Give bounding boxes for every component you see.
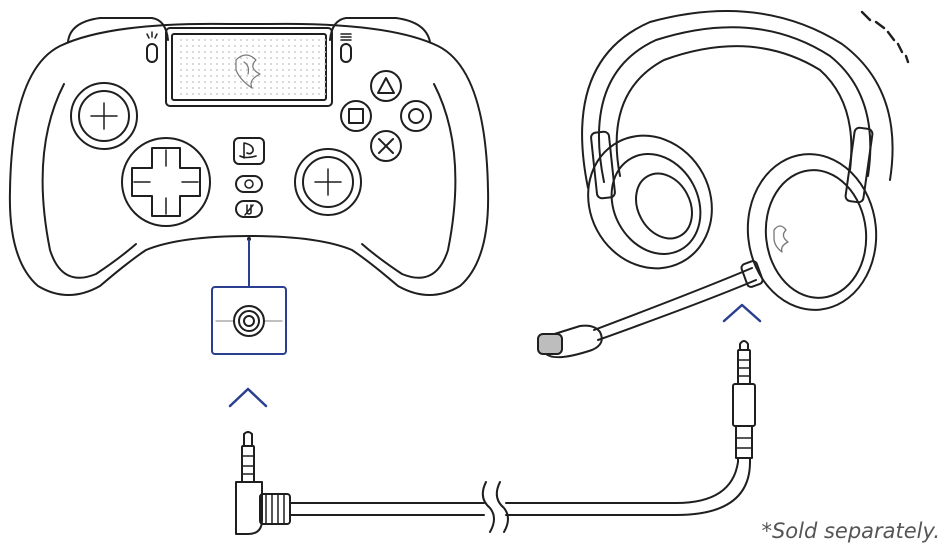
left-plug-housing [235, 481, 263, 535]
circle-icon [408, 108, 424, 124]
left-earcup [587, 134, 713, 270]
touchpad-texture [180, 39, 326, 95]
cable-right-segment [505, 457, 751, 516]
left-thumbstick [70, 82, 138, 150]
up-chevron-icon [228, 387, 268, 408]
left-plug-shaft [241, 445, 255, 483]
controller-illustration [8, 17, 490, 296]
left-plug-tip [243, 431, 253, 447]
create-button [146, 43, 158, 63]
cable-break-mark [495, 481, 509, 533]
earcup-logo-icon [773, 225, 789, 253]
right-earcup [746, 153, 878, 311]
right-plug-shaft [737, 349, 751, 385]
profile-button-ring [244, 179, 254, 189]
right-grip-contour [361, 83, 457, 279]
headset-illustration [537, 10, 910, 359]
razer-logo-icon [235, 54, 261, 89]
headband-outer [581, 10, 894, 189]
left-plug-collar [259, 493, 291, 525]
mic-icon [244, 204, 254, 216]
ps-button [233, 137, 265, 165]
profile-button [235, 175, 263, 193]
triangle-icon [377, 77, 395, 94]
jack-callout-box [211, 286, 287, 355]
face-buttons [340, 70, 432, 162]
touchpad [165, 27, 333, 107]
options-button-marker [340, 33, 352, 41]
right-slider [844, 126, 874, 204]
touchpad-edge [171, 33, 327, 101]
up-chevron-icon [722, 303, 762, 323]
square-icon [348, 108, 364, 124]
cable-left-segment [289, 502, 485, 516]
right-thumbstick [294, 148, 362, 216]
triangle-button [370, 70, 402, 102]
controller-jack-callout [211, 239, 287, 355]
cable-break-mark [481, 481, 495, 533]
left-bumper [67, 17, 169, 43]
options-button [340, 43, 352, 63]
create-button-marker [146, 31, 158, 39]
controller-body [8, 22, 490, 296]
circle-button [400, 100, 432, 132]
square-button [340, 100, 372, 132]
headband-pad [615, 45, 853, 177]
dpad [121, 137, 211, 227]
audio-cable-illustration [235, 340, 756, 535]
headband-inner [597, 26, 872, 183]
right-bumper [329, 17, 431, 43]
brand-mark [860, 10, 910, 64]
playstation-logo-icon [239, 142, 257, 159]
mute-button [235, 200, 263, 218]
right-plug-strain [735, 425, 753, 459]
sold-separately-footnote: *Sold separately. [761, 519, 940, 543]
microphone-boom [537, 260, 764, 359]
right-plug-tip [739, 340, 749, 351]
cross-icon [378, 138, 394, 154]
right-plug-housing [732, 383, 756, 427]
left-grip-contour [41, 83, 137, 279]
cross-button [370, 130, 402, 162]
